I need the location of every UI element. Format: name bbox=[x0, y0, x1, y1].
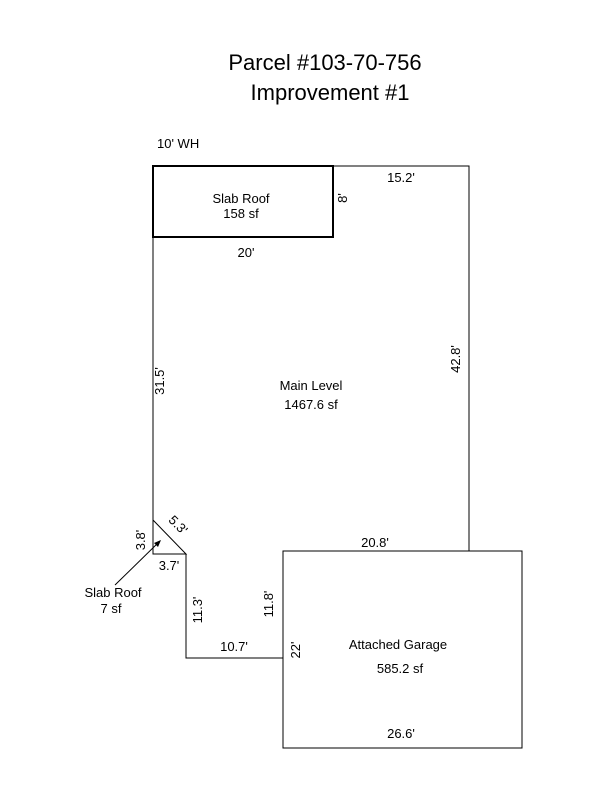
parcel-title: Parcel #103-70-756 bbox=[228, 50, 422, 75]
slab-roof-small-arrowhead bbox=[154, 540, 161, 547]
slab-roof-top-rect bbox=[152, 165, 334, 238]
dim-small-left: 3.8' bbox=[133, 530, 148, 551]
dim-garage-left: 22' bbox=[288, 642, 303, 659]
slab-roof-small-name: Slab Roof bbox=[84, 585, 141, 600]
slab-roof-small-pointer-line bbox=[114, 540, 161, 586]
dim-garage-bottom: 26.6' bbox=[387, 726, 415, 741]
slab-roof-small-area: 7 sf bbox=[101, 601, 122, 616]
attached-garage-name: Attached Garage bbox=[349, 637, 447, 652]
dim-step-vertical: 11.3' bbox=[190, 597, 205, 624]
slab-roof-top-area: 158 sf bbox=[223, 206, 259, 221]
dim-right-side: 42.8' bbox=[448, 345, 463, 373]
slab-roof-top-name: Slab Roof bbox=[212, 191, 269, 206]
wh-note: 10' WH bbox=[157, 136, 199, 151]
attached-garage-area: 585.2 sf bbox=[377, 661, 424, 676]
dim-small-diagonal: 5.3' bbox=[166, 512, 191, 537]
slab-roof-small-triangle bbox=[152, 518, 188, 555]
dim-step-bottom: 10.7' bbox=[220, 639, 248, 654]
attached-garage-rect bbox=[282, 550, 523, 749]
dim-top-right: 15.2' bbox=[387, 170, 415, 185]
main-level-name: Main Level bbox=[280, 378, 343, 393]
dim-left-side: 31.5' bbox=[152, 367, 167, 395]
dim-slab-width: 20' bbox=[238, 245, 255, 260]
main-level-step-wall bbox=[185, 554, 283, 659]
dim-garage-top: 20.8' bbox=[361, 535, 389, 550]
improvement-title: Improvement #1 bbox=[250, 80, 410, 105]
dim-small-bottom: 3.7' bbox=[159, 558, 180, 573]
dim-garage-left-upper: 11.8' bbox=[261, 591, 276, 618]
main-level-area: 1467.6 sf bbox=[284, 397, 338, 412]
main-level-outline bbox=[153, 165, 470, 551]
dim-slab-depth: 8' bbox=[335, 193, 350, 203]
